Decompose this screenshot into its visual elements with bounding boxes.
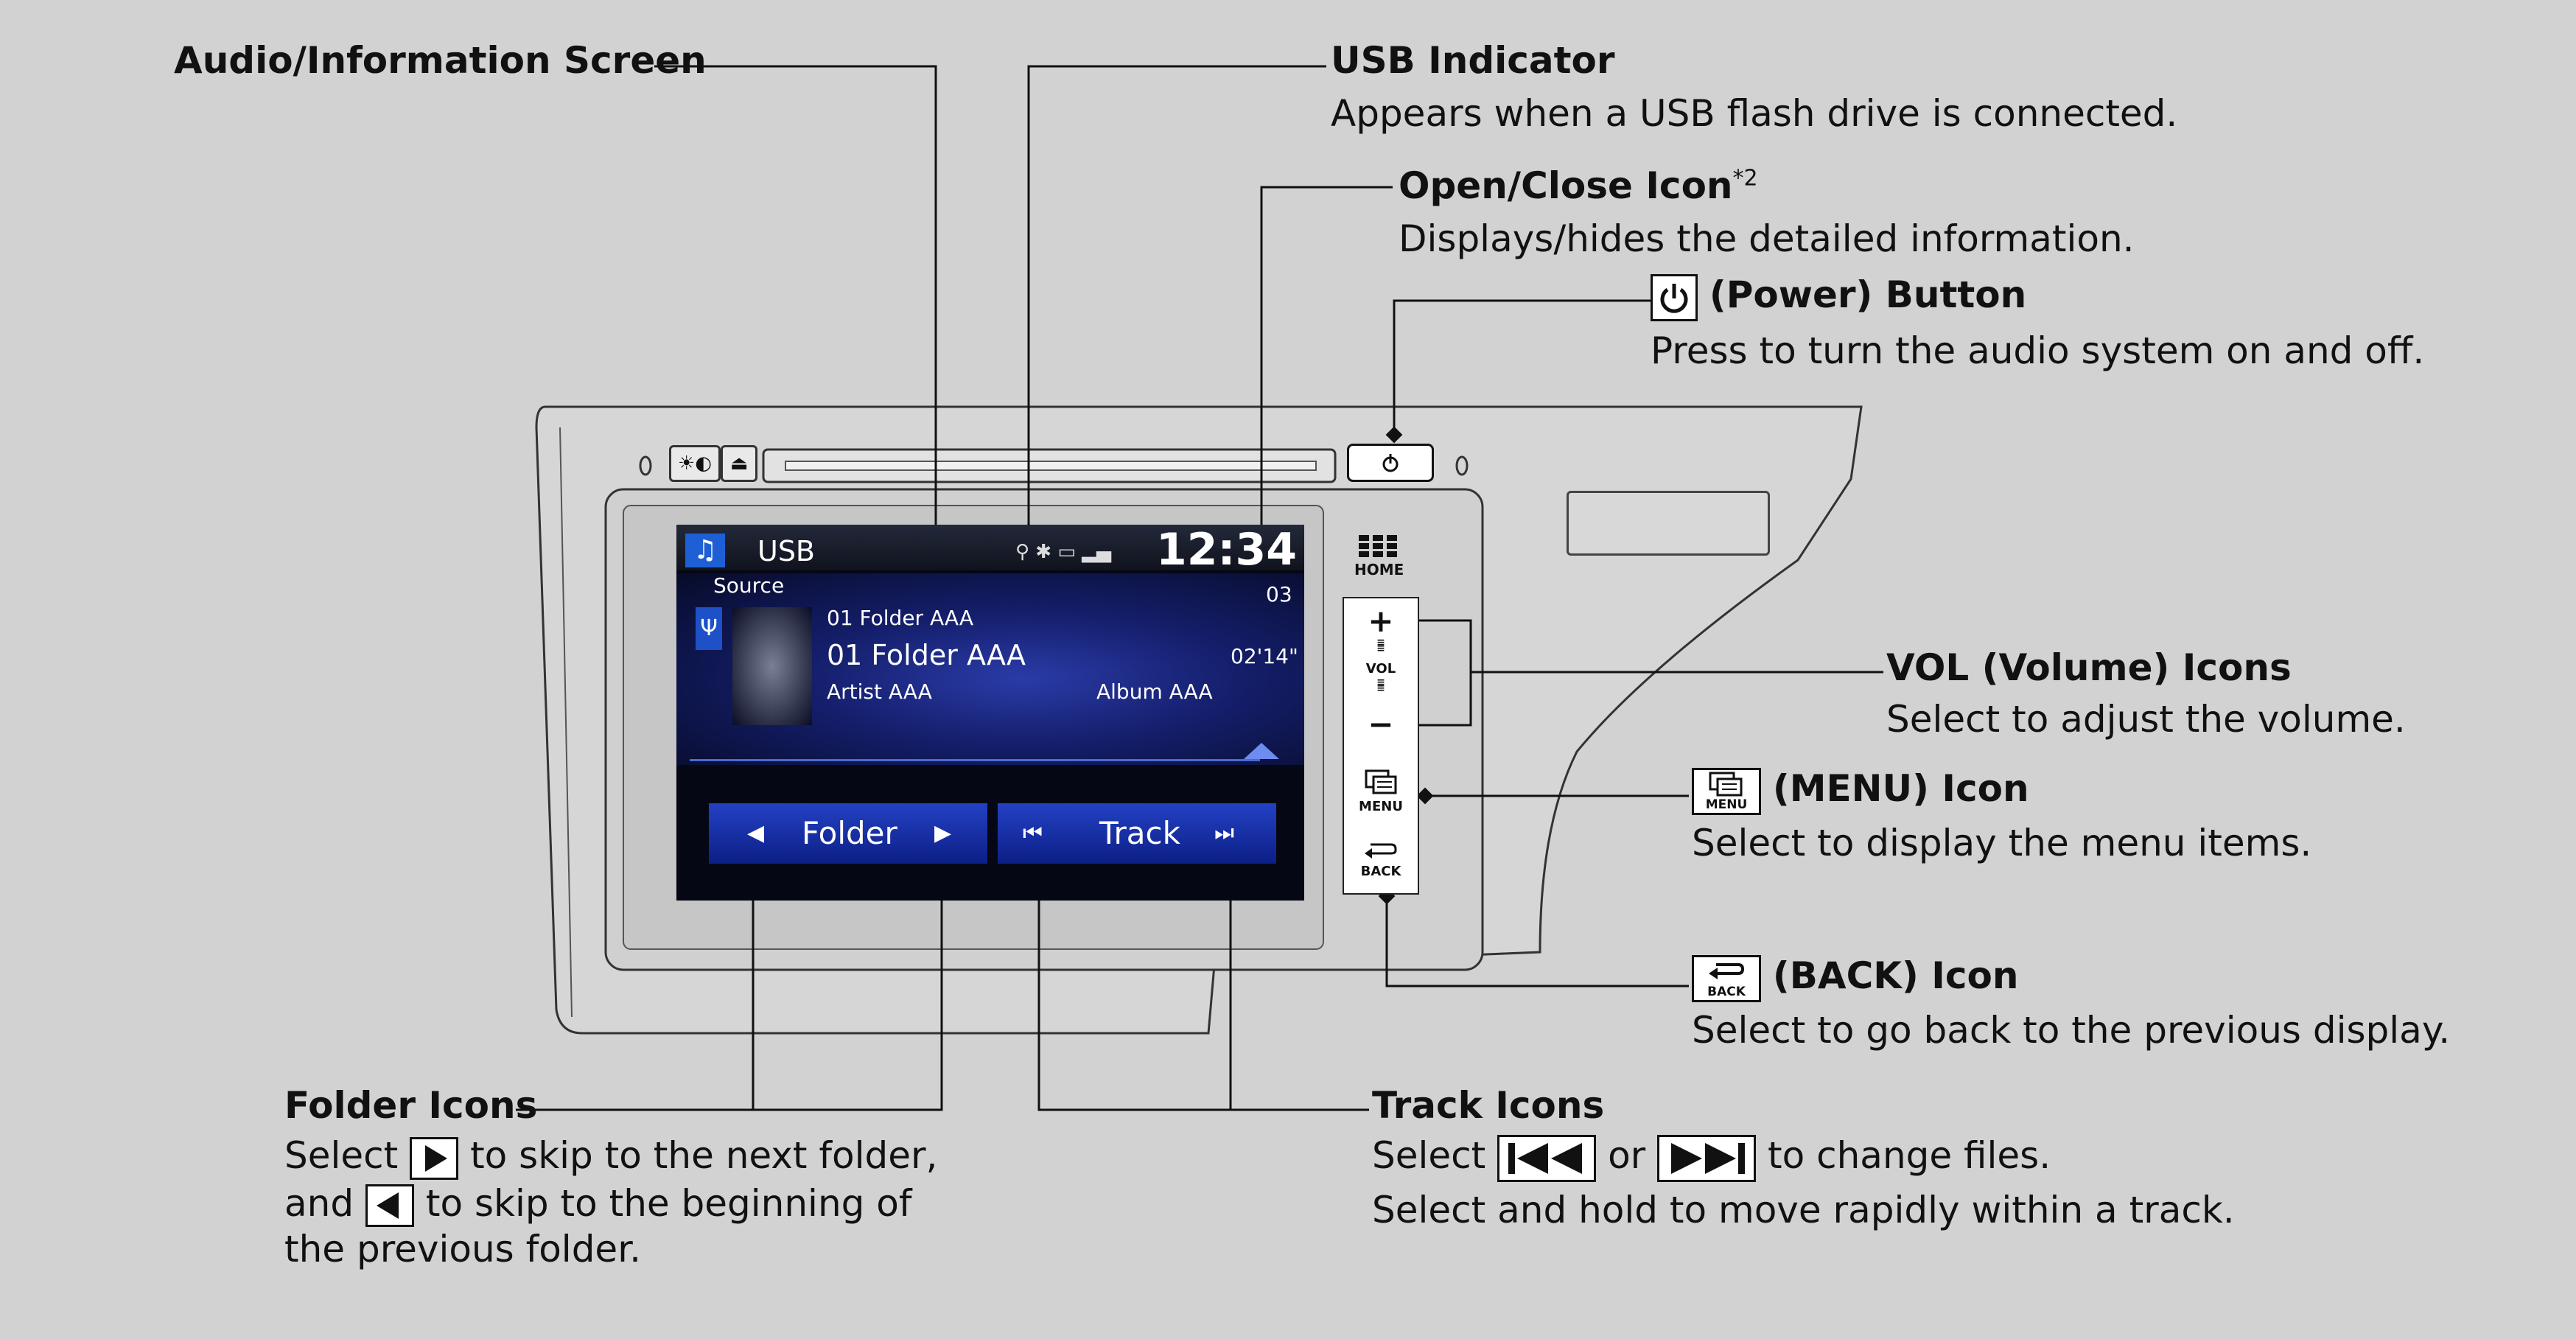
skip-forward-icon[interactable]: ⏭ [1214, 820, 1234, 846]
callout-track-title: Track Icons [1372, 1084, 1605, 1127]
callout-menu-title: (MENU) Icon [1772, 767, 2029, 810]
menu-icon: MENU [1692, 767, 1761, 815]
skip-back-icon[interactable]: ⏮ [1023, 820, 1043, 846]
back-icon[interactable]: BACK [1344, 839, 1418, 879]
power-icon [1651, 273, 1698, 321]
folder-line1-a: Select [284, 1134, 399, 1177]
back-label: BACK [1360, 864, 1401, 879]
prev-folder-icon[interactable]: ◀ [747, 820, 765, 846]
usb-indicator: ⚲ ✱ ▭ ▂▄ [1015, 541, 1112, 563]
next-folder-icon[interactable]: ▶ [934, 820, 952, 846]
power-icon [1382, 454, 1399, 472]
home-icon[interactable]: HOME [1354, 532, 1404, 578]
volume-level-bars: ≡≡ [1376, 637, 1385, 654]
power-button[interactable] [1347, 444, 1434, 482]
callout-open-close-title: Open/Close Icon [1399, 164, 1733, 207]
callout-power: (Power) Button Press to turn the audio s… [1651, 273, 2424, 373]
footnote-marker: *2 [1732, 165, 1758, 192]
eject-icon[interactable]: ⏏ [721, 445, 757, 482]
callout-folder: Folder Icons Select to skip to the next … [284, 1083, 937, 1271]
track-number: 03 [1266, 582, 1292, 606]
elapsed-time: 02'14" [1231, 644, 1298, 668]
music-note-icon[interactable]: ♫ [685, 534, 725, 567]
folder-button-bar: ◀ Folder ▶ [709, 803, 987, 864]
back-icon-caption: BACK [1707, 984, 1746, 999]
skip-forward-icon [1657, 1134, 1757, 1182]
volume-up-icon[interactable]: + [1368, 603, 1394, 639]
callout-power-desc: Press to turn the audio system on and of… [1651, 329, 2425, 372]
callout-usb-indicator-title: USB Indicator [1331, 39, 1615, 82]
track-title: 01 Folder AAA [827, 639, 1026, 671]
prev-folder-icon [365, 1184, 414, 1227]
next-folder-icon [410, 1136, 459, 1180]
menu-icon-caption: MENU [1705, 797, 1748, 812]
back-icon: BACK [1692, 954, 1761, 1002]
callout-menu-desc: Select to display the menu items. [1692, 821, 2312, 864]
callout-folder-title: Folder Icons [284, 1084, 538, 1127]
folder-line1-b: to skip to the next folder, [470, 1134, 938, 1177]
folder-line: 01 Folder AAA [827, 606, 973, 630]
callout-vol-title: VOL (Volume) Icons [1886, 646, 2292, 689]
audio-information-screen[interactable]: ♫ USB ⚲ ✱ ▭ ▂▄ 12:34 Source Ψ 01 Folder … [676, 525, 1304, 901]
source-tab[interactable]: USB [757, 535, 816, 567]
callout-open-close-desc: Displays/hides the detailed information. [1399, 217, 2135, 260]
track-line2: Select and hold to move rapidly within a… [1372, 1188, 2235, 1231]
skip-back-icon [1497, 1134, 1597, 1182]
open-close-icon[interactable] [1244, 743, 1279, 759]
album-name: Album AAA [1096, 679, 1213, 704]
track-line1-or: or [1608, 1134, 1646, 1177]
folder-line3: the previous folder. [284, 1228, 642, 1270]
folder-label: Folder [802, 815, 897, 851]
callout-usb-indicator: USB Indicator Appears when a USB flash d… [1331, 38, 2177, 136]
track-label: Track [1099, 815, 1180, 851]
menu-label: MENU [1359, 799, 1403, 814]
callout-back-title: (BACK) Icon [1772, 954, 2019, 997]
callout-back-desc: Select to go back to the previous displa… [1692, 1008, 2451, 1052]
callout-power-title: (Power) Button [1709, 273, 2027, 316]
callout-menu: MENU (MENU) Icon Select to display the m… [1692, 766, 2311, 865]
track-button-bar: ⏮ Track ⏭ [998, 803, 1276, 864]
album-art [732, 607, 812, 725]
callout-back: BACK (BACK) Icon Select to go back to th… [1692, 954, 2450, 1052]
clock: 12:34 [1156, 525, 1297, 576]
vol-label: VOL [1365, 661, 1396, 677]
progress-line [690, 759, 1260, 761]
callout-open-close: Open/Close Icon*2 Displays/hides the det… [1399, 164, 2135, 261]
callout-usb-indicator-desc: Appears when a USB flash drive is connec… [1331, 92, 2178, 135]
menu-icon[interactable]: MENU [1344, 769, 1418, 814]
screen-title-bar [676, 525, 1304, 570]
volume-down-icon[interactable]: − [1368, 706, 1394, 742]
usb-icon: Ψ [696, 607, 722, 650]
home-label: HOME [1354, 561, 1404, 578]
brightness-button[interactable]: ☀◐ [669, 445, 721, 482]
side-control-panel: + ≡≡ VOL ≡≡ − MENU BACK [1343, 597, 1419, 895]
callout-track: Track Icons Select or to change files. S… [1372, 1083, 2235, 1232]
callout-vol-desc: Select to adjust the volume. [1886, 698, 2406, 741]
callout-audio-screen-title: Audio/Information Screen [174, 39, 707, 82]
artist-name: Artist AAA [827, 679, 932, 704]
track-line1-b: to change files. [1768, 1134, 2051, 1177]
volume-level-bars-lower: ≡≡ [1376, 677, 1385, 694]
track-line1-a: Select [1372, 1134, 1486, 1177]
hazard-button[interactable] [1567, 491, 1770, 556]
folder-line2-a: and [284, 1181, 354, 1225]
callout-vol: VOL (Volume) Icons Select to adjust the … [1886, 646, 2406, 741]
folder-line2-b: to skip to the beginning of [425, 1181, 912, 1225]
source-label[interactable]: Source [713, 573, 785, 598]
